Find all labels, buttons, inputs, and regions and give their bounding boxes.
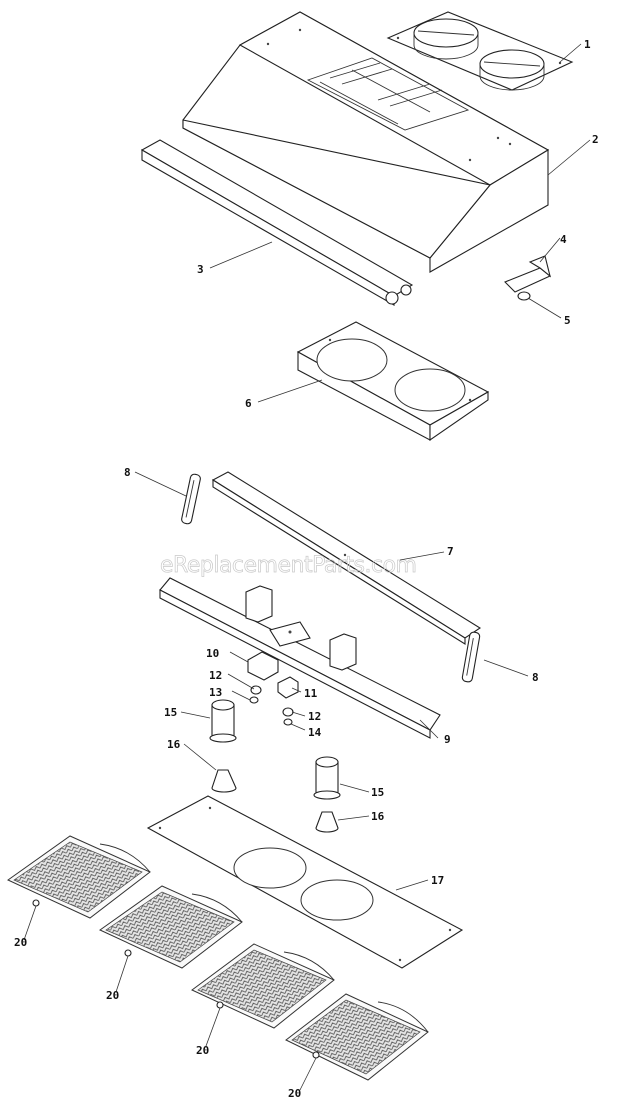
callout-8-upper: 8 [124, 466, 131, 479]
callout-20-b: 20 [106, 989, 119, 1002]
callout-9: 9 [444, 733, 451, 746]
hood-shell-part-2 [182, 11, 550, 273]
nut-part-13 [249, 696, 259, 704]
callout-16-left: 16 [167, 738, 181, 751]
lamp-tube-part-8-lower [461, 631, 481, 683]
callout-12-lower: 12 [308, 710, 321, 723]
grease-filter-part-20-d [285, 993, 429, 1081]
grease-filter-part-20-c [191, 943, 335, 1029]
switch-part-10 [247, 651, 279, 681]
callout-11: 11 [304, 687, 318, 700]
light-channel-part-9 [159, 577, 441, 739]
callout-10: 10 [206, 647, 219, 660]
callout-2: 2 [592, 133, 599, 146]
lamp-socket-part-15-left [209, 699, 237, 743]
callout-20-c: 20 [196, 1044, 209, 1057]
knob-part-12-b [282, 707, 294, 717]
callout-1: 1 [584, 38, 591, 51]
callout-4: 4 [560, 233, 567, 246]
callout-20-d: 20 [288, 1087, 301, 1100]
grommet-part-5 [517, 291, 531, 301]
knob-part-12-a [250, 685, 262, 695]
grease-filter-part-20-a [7, 835, 151, 919]
bracket-part-4 [504, 255, 552, 293]
bulb-part-16-left [211, 769, 237, 793]
callout-12-upper: 12 [209, 669, 222, 682]
callout-15-right: 15 [371, 786, 384, 799]
callout-14: 14 [308, 726, 322, 739]
leader-lines [23, 43, 591, 1091]
callout-20-a: 20 [14, 936, 27, 949]
callout-7: 7 [447, 545, 454, 558]
nut-part-14 [283, 718, 293, 726]
callout-labels: 1 2 3 4 5 6 7 8 8 9 10 11 12 12 13 14 15… [14, 38, 599, 1100]
fan-mounting-plate-part-6 [296, 321, 490, 442]
callout-6: 6 [245, 397, 252, 410]
watermark-text: eReplacementParts.com [160, 553, 416, 578]
duct-collar-plate-part-1 [386, 11, 574, 91]
callout-3: 3 [197, 263, 204, 276]
bulb-part-16-right [315, 811, 339, 833]
callout-5: 5 [564, 314, 571, 327]
bottom-plate-part-17 [146, 795, 464, 969]
callout-13: 13 [209, 686, 222, 699]
callout-15-left: 15 [164, 706, 177, 719]
front-rail-part-3 [140, 139, 414, 306]
callout-8-lower: 8 [532, 671, 539, 684]
switch-part-11 [277, 676, 299, 699]
lamp-socket-part-15-right [313, 756, 341, 800]
grease-filter-part-20-b [99, 885, 243, 969]
callout-17: 17 [431, 874, 444, 887]
light-lens-part-7 [211, 471, 482, 645]
callout-16-right: 16 [371, 810, 385, 823]
lamp-tube-part-8-upper [181, 473, 201, 525]
